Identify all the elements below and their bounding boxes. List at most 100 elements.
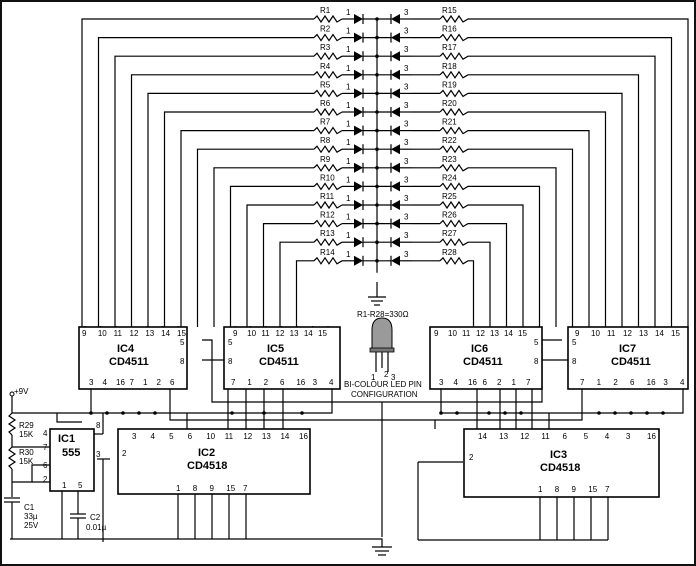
ic-pin-label: 7 <box>231 378 236 387</box>
ic-pin-label: 13 <box>490 329 499 338</box>
led-pin-right: 3 <box>404 8 409 17</box>
led-diode-left <box>354 200 363 210</box>
junction-dot <box>375 240 379 244</box>
ic-pin-label: 6 <box>170 378 175 387</box>
ic-pin-label: 16 <box>468 378 477 387</box>
led-diode-left <box>354 51 363 62</box>
junction-dot <box>597 411 601 415</box>
ic-pin-label: 16 <box>647 432 656 441</box>
led-pin-left: 1 <box>346 27 351 36</box>
led-diode-right <box>391 32 400 43</box>
junction-dot <box>375 17 379 21</box>
ic1-pin2: 2 <box>43 475 48 484</box>
ic-pin-label: 4 <box>605 432 610 441</box>
resistor-label-left: R2 <box>320 25 331 34</box>
ic-pin-label: 8 <box>555 485 560 494</box>
led-diode-left <box>354 237 363 248</box>
led-pin-left: 1 <box>346 157 351 166</box>
ic-pin-label: 9 <box>575 329 580 338</box>
resistor-label-right: R22 <box>442 136 457 145</box>
ic-pin-label: 1 <box>538 485 543 494</box>
ic-pin-label: 12 <box>520 432 529 441</box>
ic-pin-label: 9 <box>233 329 238 338</box>
ic-pin-label: 5 <box>169 432 174 441</box>
ic3-name: IC3 <box>550 449 567 461</box>
junction-dot <box>375 184 379 189</box>
ic1-name: IC1 <box>58 433 75 445</box>
r29-value: 15K <box>19 430 34 439</box>
junction-dot <box>645 411 649 415</box>
ic-pin-label: 12 <box>623 329 632 338</box>
led-pin-left: 1 <box>346 175 351 184</box>
ic-pin-label: 4 <box>680 378 685 387</box>
resistor-label-right: R24 <box>442 173 457 182</box>
ic-pin-label: 1 <box>247 378 252 387</box>
ic-pin-label: 9 <box>434 329 439 338</box>
ic-pin-label: 2 <box>497 378 502 387</box>
resistor-label-left: R4 <box>320 62 331 71</box>
ic-pin-label: 7 <box>605 485 610 494</box>
led-diode-left <box>354 125 363 136</box>
ic-pin-label: 4 <box>103 378 108 387</box>
ic4-part: CD4511 <box>109 356 149 368</box>
ic-pin-label: 10 <box>98 329 107 338</box>
ic-pin-label: 15 <box>518 329 527 338</box>
ic-pin-label: 10 <box>206 432 215 441</box>
led-diode-right <box>391 69 400 80</box>
junction-dot <box>375 91 379 96</box>
resistor-label-right: R18 <box>442 62 457 71</box>
junction-dot <box>375 73 379 77</box>
led-diode-left <box>354 14 363 24</box>
ic-pin-label: 12 <box>476 329 485 338</box>
ic-pin-label: 1 <box>176 484 181 493</box>
ic5-pin5: 5 <box>228 338 233 347</box>
resistor-label-left: R10 <box>320 173 335 182</box>
led-pin-left: 1 <box>346 194 351 203</box>
junction-dot <box>137 411 141 415</box>
resistor-label-left: R5 <box>320 80 331 89</box>
led-pin-left: 1 <box>346 8 351 17</box>
led-diode-left <box>354 32 363 43</box>
bus-wiring <box>10 339 684 556</box>
ic-pin-label: 2 <box>613 378 618 387</box>
led-pin-left: 1 <box>346 45 351 54</box>
ic-pin-label: 9 <box>82 329 87 338</box>
ic6-name: IC6 <box>471 343 488 355</box>
led-pin-right: 3 <box>404 213 409 222</box>
ic-pin-label: 2 <box>157 378 162 387</box>
ic-pin-label: 13 <box>639 329 648 338</box>
led-pin-left: 1 <box>346 250 351 259</box>
resistor-label-left: R8 <box>320 136 331 145</box>
r29-label: R29 <box>19 421 34 430</box>
junction-dot <box>89 411 93 415</box>
ic-pin-label: 3 <box>626 432 631 441</box>
ic1-pin4: 4 <box>43 429 48 438</box>
led-pin-right: 3 <box>404 194 409 203</box>
led-pin-left: 1 <box>346 138 351 147</box>
ic-pin-label: 3 <box>663 378 668 387</box>
resistor-label-left: R13 <box>320 229 335 238</box>
ic4-decoder: IC4 CD4511 <box>78 326 188 390</box>
bicolour-led-pinout: 1 2 3 <box>369 317 396 382</box>
ic-pin-label: 11 <box>607 329 616 338</box>
led-pin-3-label: 3 <box>391 373 396 382</box>
led-caption-line2: CONFIGURATION <box>351 390 418 399</box>
ic-pin-label: 9 <box>210 484 215 493</box>
ic-pin-label: 10 <box>247 329 256 338</box>
ic-pin-label: 6 <box>280 378 285 387</box>
led-pin-right: 3 <box>404 175 409 184</box>
resistor-label-left: R12 <box>320 211 335 220</box>
ic-pin-label: 1 <box>143 378 148 387</box>
ic-pin-label: 1 <box>597 378 602 387</box>
ic3-pin2: 2 <box>469 453 474 462</box>
resistor-label-left: R3 <box>320 43 331 52</box>
ic2-pin2: 2 <box>122 449 127 458</box>
led-diode-right <box>391 181 400 192</box>
resistor-label-left: R14 <box>320 248 335 257</box>
led-diode-right <box>391 255 400 266</box>
